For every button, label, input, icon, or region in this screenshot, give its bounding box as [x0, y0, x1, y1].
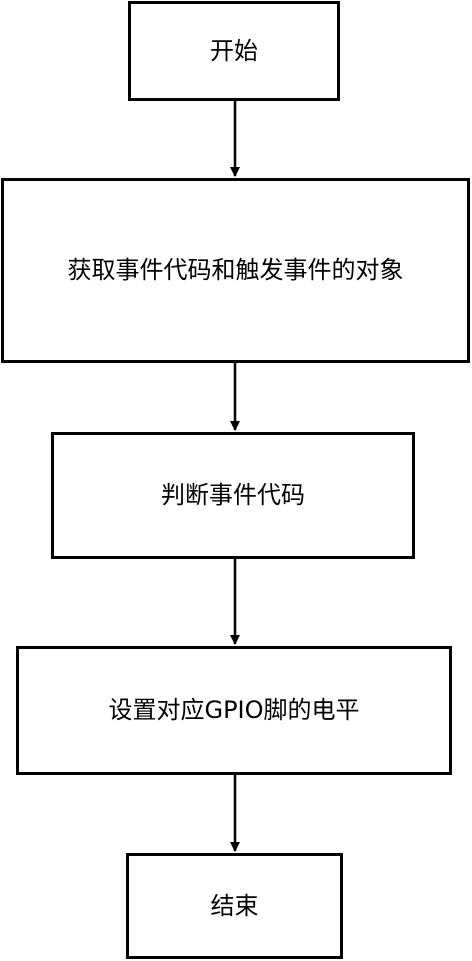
start-node-label: 开始 [210, 36, 258, 65]
set-gpio-level-node: 设置对应GPIO脚的电平 [16, 646, 452, 775]
get-event-node-label: 获取事件代码和触发事件的对象 [67, 256, 404, 285]
get-event-node: 获取事件代码和触发事件的对象 [1, 178, 470, 363]
judge-event-node-label: 判断事件代码 [161, 481, 305, 510]
end-node-label: 结束 [210, 891, 259, 920]
end-node: 结束 [126, 853, 343, 959]
set-gpio-level-node-label: 设置对应GPIO脚的电平 [108, 696, 360, 725]
start-node: 开始 [128, 1, 340, 101]
judge-event-node: 判断事件代码 [51, 432, 415, 559]
